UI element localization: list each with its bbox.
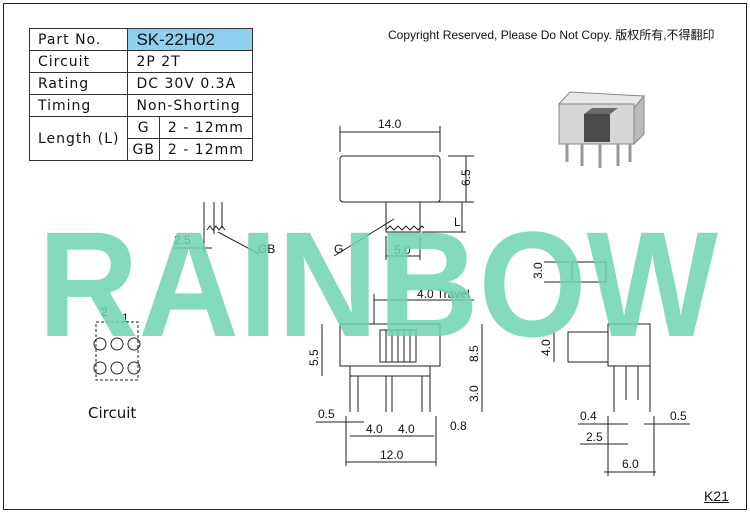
length-code-gb: GB (127, 138, 160, 161)
rainbow-watermark: RAINBOW (38, 200, 718, 368)
part-number-value: SK-22H02 (127, 28, 253, 51)
dim-0-5-front: 0.5 (318, 407, 335, 421)
dim-3-0: 3.0 (467, 385, 481, 402)
dim-4-0-right: 4.0 (398, 422, 415, 436)
circuit-caption: Circuit (88, 404, 136, 422)
dim-8-5: 8.5 (467, 345, 481, 362)
length-label: Length (L) (28, 116, 129, 161)
dim-l: L (454, 215, 461, 229)
dim-0-5-side: 0.5 (670, 409, 687, 423)
length-value-g: 2 - 12mm (158, 116, 253, 139)
dim-travel: 4.0 Travel (417, 287, 470, 301)
page-tag: K21 (704, 488, 729, 504)
dim-12: 12.0 (380, 448, 404, 462)
spec-table: Part No. SK-22H02 Circuit 2P 2T Rating D… (28, 28, 253, 161)
callout-g: G (334, 242, 343, 256)
dim-5: 5.0 (394, 243, 411, 257)
datasheet-page: Part No. SK-22H02 Circuit 2P 2T Rating D… (3, 3, 747, 510)
gb-detail: 2.5 GB (172, 202, 275, 256)
dim-14: 14.0 (378, 117, 402, 131)
dim-0-8: 0.8 (450, 419, 467, 433)
dim-4-0-left: 4.0 (366, 422, 383, 436)
dim-5-5: 5.5 (307, 349, 321, 366)
product-photo (557, 91, 646, 168)
technical-drawing: 14.0 6.5 L 5.0 G 2.5 G (38, 91, 718, 476)
top-view: 14.0 6.5 L 5.0 G (333, 117, 474, 260)
length-value-gb: 2 - 12mm (158, 138, 253, 161)
dim-6-5: 6.5 (459, 169, 473, 186)
copyright-notice: Copyright Reserved, Please Do Not Copy. … (388, 28, 715, 42)
rating-value: DC 30V 0.3A (127, 72, 253, 95)
timing-value: Non-Shorting (127, 94, 253, 117)
dim-2-5-gb: 2.5 (174, 233, 191, 247)
callout-gb: GB (258, 242, 275, 256)
pin-label-1: 1 (122, 311, 129, 325)
dim-6-0: 6.0 (622, 457, 639, 471)
circuit-diagram: 2 1 Circuit (88, 305, 141, 422)
side-view: 3.0 4.0 0.4 0.5 2.5 6.0 (531, 261, 690, 476)
front-view: 4.0 Travel 5.5 8.5 3.0 0.5 4.0 4.0 0.8 1… (307, 287, 483, 466)
dim-0-4: 0.4 (580, 409, 597, 423)
pin-label-2: 2 (101, 305, 108, 319)
dim-2-5-side: 2.5 (586, 430, 603, 444)
dim-4-0-side: 4.0 (539, 339, 553, 356)
part-number-label: Part No. (28, 28, 129, 51)
dim-3-0-side: 3.0 (531, 262, 545, 279)
circuit-label: Circuit (28, 50, 129, 73)
